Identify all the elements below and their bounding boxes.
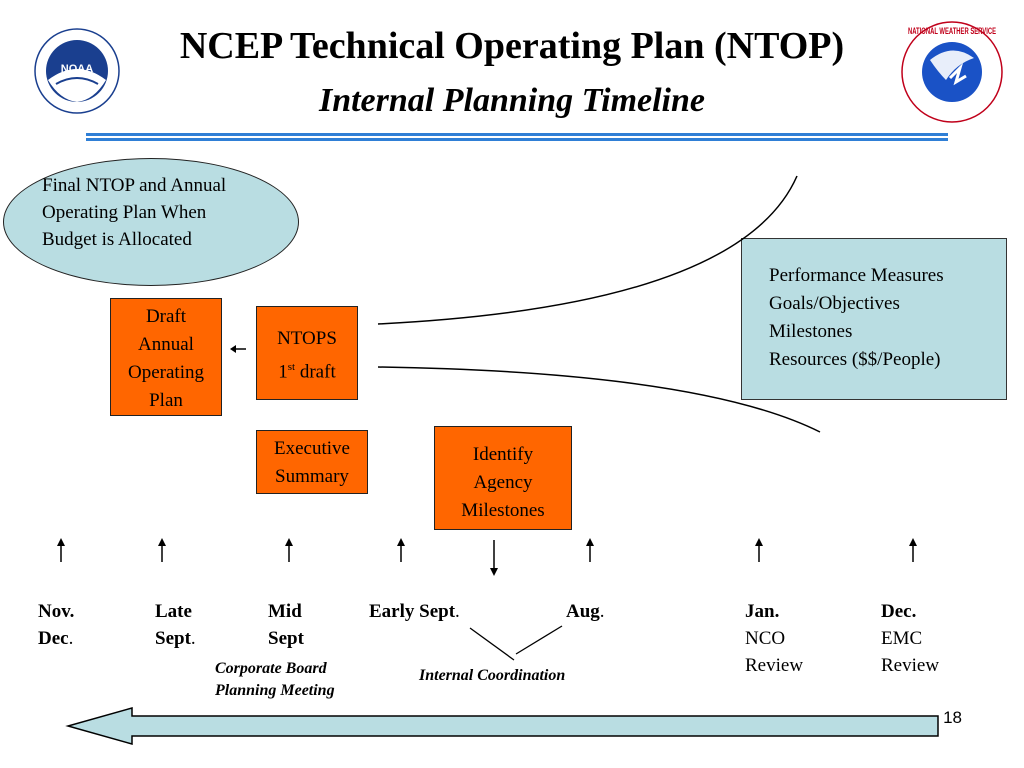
- page-title: NCEP Technical Operating Plan (NTOP): [179, 25, 845, 67]
- ntops-first-draft-box: NTOPS 1st draft: [256, 306, 358, 400]
- nws-logo: NATIONAL WEATHER SERVICE: [901, 21, 1003, 123]
- final-ntop-ellipse: [3, 158, 299, 286]
- internal-coordination-note: Internal Coordination: [419, 667, 566, 684]
- corporate-board-note: Corporate Board Planning Meeting: [215, 660, 335, 699]
- internal-coordination-left-line: [469, 627, 515, 661]
- timeline-label-early-sept: Early Sept.: [369, 601, 460, 622]
- nws-logo-text: NATIONAL WEATHER SERVICE: [908, 26, 996, 36]
- draft-annual-operating-plan-box: Draft Annual Operating Plan: [110, 298, 222, 416]
- timeline-label-dec-emc: Dec. EMC Review: [881, 601, 940, 676]
- page-number: 18: [943, 708, 962, 727]
- noaa-logo-text: NOAA: [61, 63, 93, 75]
- header-divider-bottom: [86, 138, 948, 141]
- lower-curve: [377, 366, 821, 433]
- left-arrow-head: [230, 345, 236, 353]
- header-divider-top: [86, 133, 948, 136]
- identify-agency-milestones-box: Identify Agency Milestones: [434, 426, 572, 530]
- timeline-label-late-sept: Late Sept.: [155, 601, 196, 649]
- noaa-logo: NOAA: [34, 28, 120, 114]
- executive-summary-box: Executive Summary: [256, 430, 368, 494]
- final-ntop-text: Final NTOP and Annual Operating Plan Whe…: [42, 175, 227, 250]
- timeline-label-aug: Aug.: [566, 601, 605, 622]
- upper-curve: [377, 175, 798, 325]
- down-arrow-head: [490, 568, 498, 576]
- timeline-label-mid-sept: Mid Sept: [268, 601, 304, 649]
- timeline-label-nov-dec: Nov. Dec.: [38, 601, 75, 649]
- performance-measures-text: Performance Measures Goals/Objectives Mi…: [769, 265, 944, 370]
- timeline-big-arrow: [65, 707, 939, 745]
- timeline-label-jan-nco: Jan. NCO Review: [745, 601, 804, 676]
- timeline-up-arrows: [57, 538, 917, 562]
- performance-measures-box: [741, 238, 1007, 400]
- internal-coordination-right-line: [515, 625, 563, 655]
- page-subtitle: Internal Planning Timeline: [318, 82, 706, 119]
